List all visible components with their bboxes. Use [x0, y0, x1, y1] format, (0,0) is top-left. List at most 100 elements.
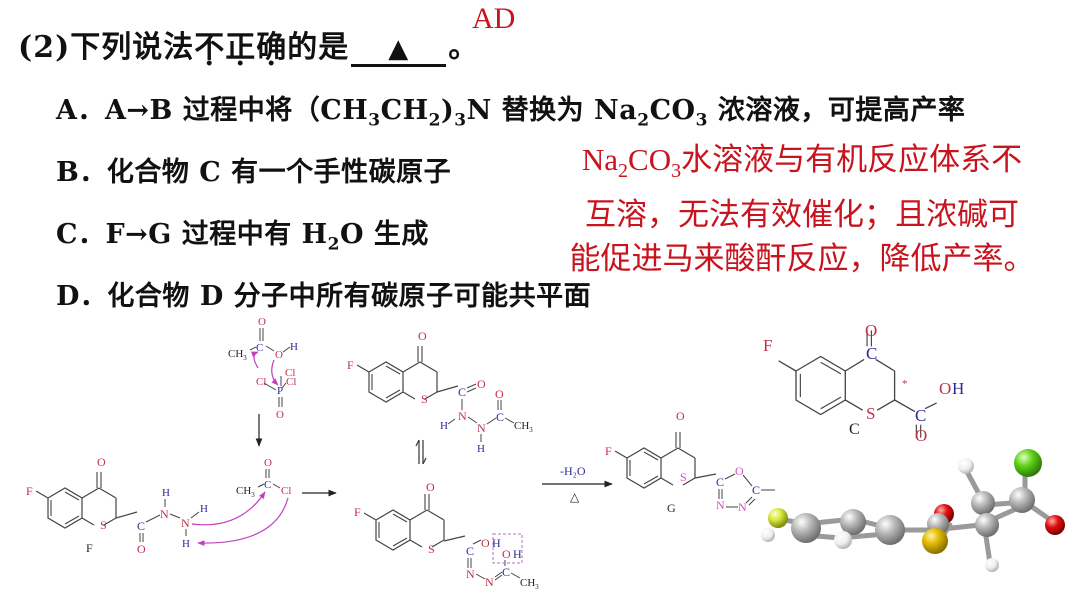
atom-carbon — [1009, 487, 1035, 513]
formula-text: CO — [628, 142, 672, 177]
end-mark: 。 — [448, 30, 480, 65]
svg-text:O: O — [97, 455, 106, 469]
subscript: 2 — [637, 110, 650, 131]
svg-text:Cl: Cl — [285, 367, 295, 379]
option-text: F→G 过程中有 H — [105, 219, 328, 250]
svg-text:F: F — [354, 505, 361, 519]
svg-text:S: S — [421, 392, 428, 406]
explanation-note: Na2CO3水溶液与有机反应体系不 互溶，无法有效催化；且浓碱可 能促进马来酸酐… — [532, 138, 1072, 281]
subscript: 2 — [428, 110, 441, 131]
svg-text:C: C — [915, 406, 926, 425]
svg-text:CH3: CH3 — [520, 577, 539, 591]
svg-text:S: S — [680, 470, 687, 484]
svg-text:N: N — [160, 507, 169, 521]
svg-text:F: F — [605, 444, 612, 458]
svg-text:C: C — [137, 519, 145, 533]
svg-text:C: C — [264, 479, 271, 491]
svg-text:C: C — [466, 544, 474, 558]
svg-text:H: H — [290, 341, 298, 353]
intermediate-diacylhydrazine: F O S C O N H N H C O CH3 — [347, 329, 533, 455]
svg-text:H: H — [513, 547, 522, 561]
svg-text:O: O — [481, 536, 490, 550]
option-letter: D． — [56, 281, 108, 312]
compound-label-C: C — [849, 421, 860, 438]
svg-text:N: N — [458, 409, 467, 423]
subscript: 3 — [695, 110, 708, 131]
question-title: (2)下列说法不正确的是▲。 — [18, 22, 479, 67]
option-letter: C． — [56, 219, 106, 250]
option-text: 化合物 D 分子中所有碳原子可能共平面 — [107, 281, 592, 312]
compound-F-structure: F O S C O N H N H H F — [26, 455, 289, 556]
compound-label-G: G — [667, 501, 676, 515]
svg-text:O: O — [276, 409, 284, 421]
option-c: C．F→G 过程中有 H2O 生成 — [56, 212, 429, 254]
compound-C-structure: F O C S * C O H O C — [763, 321, 964, 445]
svg-text:C: C — [866, 344, 877, 363]
svg-text:H: H — [440, 420, 448, 432]
svg-text:O: O — [676, 409, 685, 423]
subscript: 3 — [454, 110, 467, 131]
atom-oxygen — [1045, 515, 1065, 535]
svg-text:Cl: Cl — [286, 376, 296, 388]
svg-text:N: N — [477, 421, 486, 435]
svg-text:H: H — [492, 536, 501, 550]
svg-text:F: F — [347, 358, 354, 372]
compound-label-F: F — [86, 541, 93, 555]
option-text: 化合物 C 有一个手性碳原子 — [106, 157, 452, 188]
atom-carbon — [875, 515, 905, 545]
atom-hydrogen — [834, 531, 852, 549]
svg-text:S: S — [866, 404, 875, 423]
svg-text:O: O — [915, 426, 927, 445]
svg-text:N: N — [466, 567, 475, 581]
svg-text:H: H — [952, 379, 964, 398]
option-text: A→B 过程中将（CH — [104, 95, 369, 126]
svg-text:N: N — [738, 500, 747, 514]
question-suffix: 的是 — [287, 30, 350, 65]
svg-text:P: P — [277, 385, 283, 397]
svg-text:O: O — [477, 377, 486, 391]
svg-text:CH3: CH3 — [514, 420, 533, 434]
answer-blank: ▲ — [351, 33, 447, 67]
atom-hydrogen — [985, 558, 999, 572]
svg-text:O: O — [418, 329, 427, 343]
svg-text:F: F — [763, 336, 772, 355]
svg-text:H: H — [182, 538, 190, 550]
svg-text:C: C — [716, 475, 724, 489]
equilibrium-arrow — [415, 439, 427, 465]
option-text: CH — [380, 95, 429, 126]
svg-text:CH3: CH3 — [228, 348, 247, 362]
atom-carbon — [975, 513, 999, 537]
formula-text: Na — [581, 142, 619, 177]
svg-text:C: C — [502, 565, 510, 579]
dehydration-condition: -H₂O △ — [542, 464, 613, 504]
svg-text:C: C — [752, 483, 760, 497]
option-text: O 生成 — [340, 219, 429, 250]
svg-text:H: H — [162, 487, 170, 499]
acetyl-chloride: O C CH3 Cl — [236, 457, 291, 499]
atom-hydrogen — [761, 528, 775, 542]
atom-carbon — [791, 513, 821, 543]
explanation-line-2: 互溶，无法有效催化；且浓碱可 — [585, 197, 1019, 233]
svg-text:N: N — [181, 516, 190, 530]
svg-text:Cl: Cl — [256, 376, 266, 388]
highlight-box — [492, 533, 523, 564]
explanation-text: 水溶液与有机反应体系不 — [681, 142, 1023, 177]
option-d: D．化合物 D 分子中所有碳原子可能共平面 — [56, 274, 591, 313]
question-prefix: (2)下列说法 — [18, 30, 195, 65]
svg-text:N: N — [716, 498, 725, 512]
atom-carbon — [840, 509, 866, 535]
explanation-line-1: Na2CO3水溶液与有机反应体系不 — [532, 138, 1072, 193]
svg-text:O: O — [426, 480, 435, 494]
handwritten-answer: AD — [472, 2, 516, 35]
option-a: A．A→B 过程中将（CH3CH2)3N 替换为 Na2CO3 浓溶液，可提高产… — [56, 88, 965, 130]
subscript: 2 — [327, 234, 341, 255]
svg-text:O: O — [502, 547, 511, 561]
emphasis-char: 不 — [194, 30, 225, 65]
svg-text:O: O — [735, 464, 744, 478]
svg-text:C: C — [256, 342, 263, 354]
svg-text:O: O — [865, 321, 877, 340]
svg-text:O: O — [495, 387, 504, 401]
atom-sulfur — [922, 528, 948, 554]
emphasis-char: 正 — [225, 30, 256, 65]
